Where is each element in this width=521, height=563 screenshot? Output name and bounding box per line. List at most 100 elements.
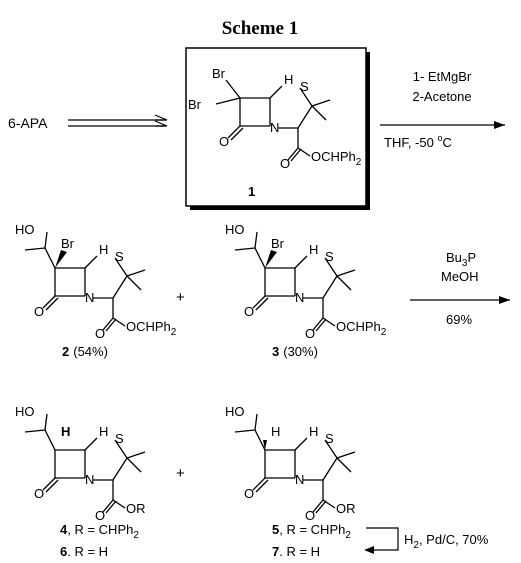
atom-ho: HO (225, 222, 245, 237)
ester-subscript: 2 (356, 157, 362, 168)
scheme-title: Scheme 1 (222, 18, 299, 39)
compound-4-structure: HO H H S N O O OR (15, 404, 146, 523)
atom-o: O (34, 486, 44, 501)
atom-o: O (305, 508, 315, 523)
ester-r-label: OR (126, 501, 146, 516)
step1-reagent-2: 2-Acetone (412, 89, 471, 104)
atom-o: O (34, 304, 44, 319)
compound-4-r: , R = CHPh (67, 522, 133, 537)
compound-3-yield: (30%) (283, 344, 318, 359)
atom-br: Br (61, 236, 75, 251)
ester-label: OCHPh2 (311, 149, 362, 168)
compound-7-number: 7 (272, 544, 279, 559)
ester-text: OCHPh (336, 319, 381, 334)
atom-n: N (85, 472, 94, 487)
step2-yield: 69% (446, 312, 472, 327)
step1-arrowhead (494, 121, 505, 129)
compound-5-number: 5 (272, 522, 279, 537)
atom-h: H (99, 242, 108, 257)
atom-h: H (309, 242, 318, 257)
compound-3-structure: HO Br H S N O O OCHPh2 (225, 222, 387, 341)
atom-o: O (244, 304, 254, 319)
compound-7-r: . R = H (279, 544, 320, 559)
compound-5-sub: 2 (345, 530, 351, 541)
compound-2-number: 2 (62, 344, 69, 359)
atom-ho: HO (225, 404, 245, 419)
atom-n: N (85, 290, 94, 305)
box-shadow-bottom (190, 206, 370, 210)
ester-subscript: 2 (171, 327, 177, 338)
atom-n: N (295, 290, 304, 305)
atom-o: O (95, 326, 105, 341)
atom-o: O (219, 134, 229, 149)
atom-o: O (280, 156, 290, 171)
ester-label: OCHPh2 (126, 319, 177, 338)
compound-1-structure: Br Br H S N O O OCHPh2 (188, 66, 362, 171)
box-shadow-right (366, 52, 370, 210)
atom-s: S (115, 249, 124, 264)
atom-o: O (244, 486, 254, 501)
compound-3-label: 3 (30%) (272, 344, 318, 359)
step2-reagent-sub: 3 (462, 258, 468, 269)
ester-r-label: OR (336, 501, 356, 516)
compound-4-label: 4, R = CHPh2 (60, 522, 139, 541)
atom-h: H (99, 424, 108, 439)
atom-ho: HO (15, 404, 35, 419)
atom-h: H (284, 72, 293, 87)
compound-2-structure: HO Br H S N O O OCHPh2 (15, 222, 177, 341)
ester-label: OCHPh2 (336, 319, 387, 338)
compound-7-label: 7. R = H (272, 544, 320, 559)
step2-reagent-text: Bu (446, 250, 462, 265)
step3-sub: 2 (413, 540, 419, 551)
step3-bracket-arrow (366, 527, 399, 551)
ester-subscript: 2 (381, 327, 387, 338)
step2-reagent: Bu3P (446, 250, 476, 269)
compound-3-number: 3 (272, 344, 279, 359)
atom-o: O (95, 508, 105, 523)
atom-br: Br (212, 66, 226, 81)
plus-sign: + (176, 289, 185, 306)
atom-n: N (295, 472, 304, 487)
step3-tail: , Pd/C, 70% (419, 532, 489, 547)
compound-6-number: 6 (60, 544, 67, 559)
compound-1-number: 1 (248, 184, 255, 199)
step1-conditions: THF, -50 oC (384, 133, 452, 150)
compound-6-r: . R = H (67, 544, 108, 559)
atom-ho: HO (15, 222, 35, 237)
step1-unit: C (442, 135, 451, 150)
atom-n: N (270, 120, 279, 135)
compound-2-label: 2 (54%) (62, 344, 108, 359)
multistep-arrow (68, 114, 168, 127)
step1-cond-text: THF, -50 (384, 135, 437, 150)
plus-sign: + (176, 465, 185, 482)
atom-s: S (325, 431, 334, 446)
step2-reagent-tail: P (467, 250, 476, 265)
step2-solvent: MeOH (441, 269, 479, 284)
compound-4-sub: 2 (133, 530, 139, 541)
ester-text: OCHPh (311, 149, 356, 164)
step3-conditions: H2, Pd/C, 70% (404, 532, 489, 551)
atom-h: H (61, 424, 70, 439)
step2-arrowhead (499, 296, 510, 304)
start-material-label: 6-APA (8, 115, 48, 131)
atom-br: Br (271, 236, 285, 251)
atom-h: H (271, 424, 280, 439)
step3-text: H (404, 532, 413, 547)
atom-o: O (305, 326, 315, 341)
compound-4-number: 4 (60, 522, 68, 537)
compound-2-yield: (54%) (73, 344, 108, 359)
step3-arrowhead (364, 546, 374, 554)
atom-br: Br (188, 97, 202, 112)
atom-s: S (325, 249, 334, 264)
ester-text: OCHPh (126, 319, 171, 334)
step1-reagent-1: 1- EtMgBr (413, 69, 472, 84)
atom-s: S (115, 431, 124, 446)
atom-s: S (300, 79, 309, 94)
compound-1-box (185, 47, 367, 207)
step1-degree: o (437, 133, 442, 143)
compound-5-structure: HO H H S N O O OR (225, 404, 356, 523)
compound-5-label: 5, R = CHPh2 (272, 522, 351, 541)
atom-h: H (309, 424, 318, 439)
compound-5-r: , R = CHPh (279, 522, 345, 537)
